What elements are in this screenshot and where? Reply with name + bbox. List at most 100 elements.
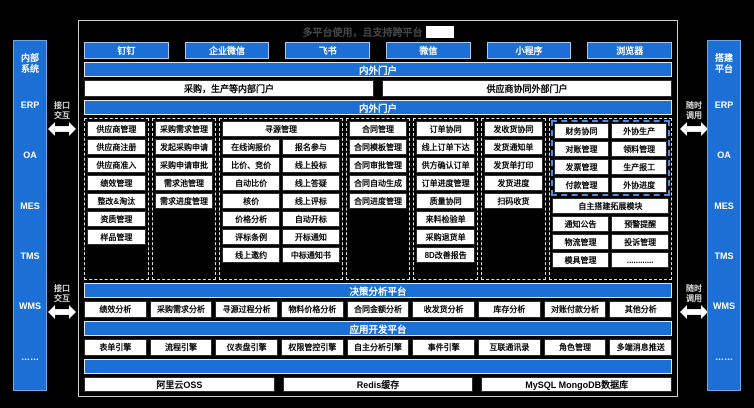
build-platform-item: WMS	[713, 301, 735, 312]
module-box: 通知公告	[551, 216, 610, 232]
module-group: 供应商管理供应商注册供应商准入绩效管理整改&淘汰资质管理样品管理	[84, 118, 149, 280]
module-box: 自主搭建拓展模块	[551, 198, 670, 214]
right-connector-label: 随时调用	[686, 101, 702, 120]
app-entry-button[interactable]: 钉钉	[84, 42, 169, 59]
analysis-box: 物料价格分析	[281, 301, 344, 318]
right-connector-bottom: 随时调用	[679, 284, 709, 320]
internal-system-item: ERP	[20, 99, 40, 110]
module-pair-row: 物流管理投诉管理	[551, 234, 670, 250]
module-box: 核价	[222, 193, 281, 209]
module-box: 合同模板管理	[348, 139, 408, 155]
portal-bar-top: 内外门户	[84, 62, 672, 77]
build-platform-item: ……	[715, 351, 733, 362]
module-box: 发起采购申请	[154, 139, 214, 155]
module-box: 订单进度管理	[416, 175, 476, 191]
build-platform-item: OA	[717, 150, 731, 161]
module-pair-row: 财务协同外协生产	[553, 123, 668, 139]
module-box: 外协生产	[611, 123, 668, 139]
app-entry-row: 钉钉企业微信飞书微信小程序浏览器	[84, 42, 673, 59]
build-platform-item: MES	[714, 200, 734, 211]
module-box: 寻源管理	[222, 121, 340, 137]
module-box: 发货通知单	[484, 139, 543, 155]
engine-box: 仪表盘引擎	[215, 339, 279, 356]
module-box: 外协进度	[611, 177, 668, 193]
module-box: 价格分析	[222, 211, 281, 227]
infrastructure-bar	[84, 359, 672, 374]
module-pair-row: 评标条例开标通知	[222, 229, 340, 245]
engine-box: 流程引擎	[149, 339, 213, 356]
module-pair-row: 在线询报价报名参与	[222, 139, 340, 155]
redacted-text	[425, 25, 454, 38]
bidirectional-arrow-icon	[48, 305, 76, 320]
module-box: 8D改善报告	[416, 247, 476, 263]
app-entry-button[interactable]: 小程序	[486, 42, 572, 59]
module-box: 对账管理	[553, 141, 610, 157]
module-box: 线上订单下达	[416, 139, 476, 155]
module-box: 开标通知	[282, 229, 340, 245]
module-box: 财务协同	[553, 123, 610, 139]
app-entry-button[interactable]: 企业微信	[184, 42, 270, 59]
analysis-box: 绩效分析	[84, 301, 147, 318]
internal-system-item: OA	[23, 150, 37, 161]
platform-panel: 多平台使用，且支持跨平台 钉钉企业微信飞书微信小程序浏览器 内外门户 采购，生产…	[78, 20, 678, 397]
module-box: 比价、竞价	[222, 157, 281, 173]
analysis-box: 寻源过程分析	[215, 301, 279, 318]
module-box: 样品管理	[87, 229, 146, 245]
app-entry-button[interactable]: 微信	[386, 42, 471, 59]
module-box: 物流管理	[551, 234, 610, 250]
module-group: 合同管理合同模板管理合同审批管理合同自动生成合同进度管理	[345, 118, 411, 280]
engine-box: 事件引擎	[412, 339, 476, 356]
analysis-box: 合同金额分析	[346, 301, 410, 318]
module-box: ............	[611, 252, 670, 268]
infrastructure-box: MySQL MongoDB数据库	[481, 377, 673, 392]
module-box: 报名参与	[282, 139, 340, 155]
engine-box: 互联通讯录	[478, 339, 541, 356]
module-box: 自动开标	[282, 211, 340, 227]
internal-system-item: WMS	[19, 301, 41, 312]
app-entry-button[interactable]: 飞书	[285, 42, 371, 59]
module-box: 采购申请审批	[154, 157, 214, 173]
module-box: 发货进度	[484, 175, 543, 191]
app-dev-platform-bar: 应用开发平台	[84, 321, 672, 336]
right-connector-top: 随时调用	[679, 101, 709, 137]
module-box: 发票管理	[553, 159, 610, 175]
left-connector-bottom: 接口交互	[47, 284, 77, 320]
module-box: 预警提醒	[611, 216, 670, 232]
bidirectional-arrow-icon	[680, 305, 708, 320]
module-box: 发收货协同	[484, 121, 543, 137]
module-group: 采购需求管理发起采购申请采购申请审批需求池管理需求进度管理	[151, 118, 217, 280]
module-pair-row: 发票管理生产报工	[553, 159, 668, 175]
engine-box: 权限管控引擎	[281, 339, 344, 356]
module-box: 合同管理	[348, 121, 408, 137]
module-pair-row: 对账管理领料管理	[553, 141, 668, 157]
module-box: 发货单打印	[484, 157, 543, 173]
module-box: 供应商准入	[87, 157, 146, 173]
module-box: 供方确认订单	[416, 157, 476, 173]
portal-row: 采购，生产等内部门户 供应商协同外部门户	[84, 80, 672, 97]
build-platform-item: TMS	[714, 250, 734, 261]
module-box: 线上投标	[282, 157, 340, 173]
module-box: 采购需求管理	[154, 121, 214, 137]
internal-portal-box: 采购，生产等内部门户	[84, 80, 374, 97]
internal-system-item: TMS	[20, 250, 40, 261]
engine-box: 表单引擎	[84, 339, 147, 356]
module-box: 整改&淘汰	[87, 193, 146, 209]
module-box: 绩效管理	[87, 175, 146, 191]
module-group: 财务协同外协生产对账管理领料管理发票管理生产报工付款管理外协进度自主搭建拓展模块…	[548, 118, 673, 280]
decision-platform-bar: 决策分析平台	[84, 283, 672, 298]
module-pair-row: 模具管理............	[551, 252, 670, 268]
highlighted-module-group: 财务协同外协生产对账管理领料管理发票管理生产报工付款管理外协进度	[550, 120, 671, 196]
analysis-box: 收发货分析	[412, 301, 476, 318]
module-pair-row: 价格分析自动开标	[222, 211, 340, 227]
engine-row: 表单引擎流程引擎仪表盘引擎权限管控引擎自主分析引擎事件引擎互联通讯录角色管理多端…	[84, 339, 673, 356]
app-entry-button[interactable]: 浏览器	[587, 42, 673, 59]
bidirectional-arrow-icon	[48, 122, 76, 137]
internal-system-item: MES	[20, 200, 40, 211]
module-box: 来料检验单	[416, 211, 476, 227]
build-platform-title: 搭建平台	[714, 53, 733, 75]
module-group: 发收货协同发货通知单发货单打印发货进度扫码收货	[481, 118, 546, 280]
